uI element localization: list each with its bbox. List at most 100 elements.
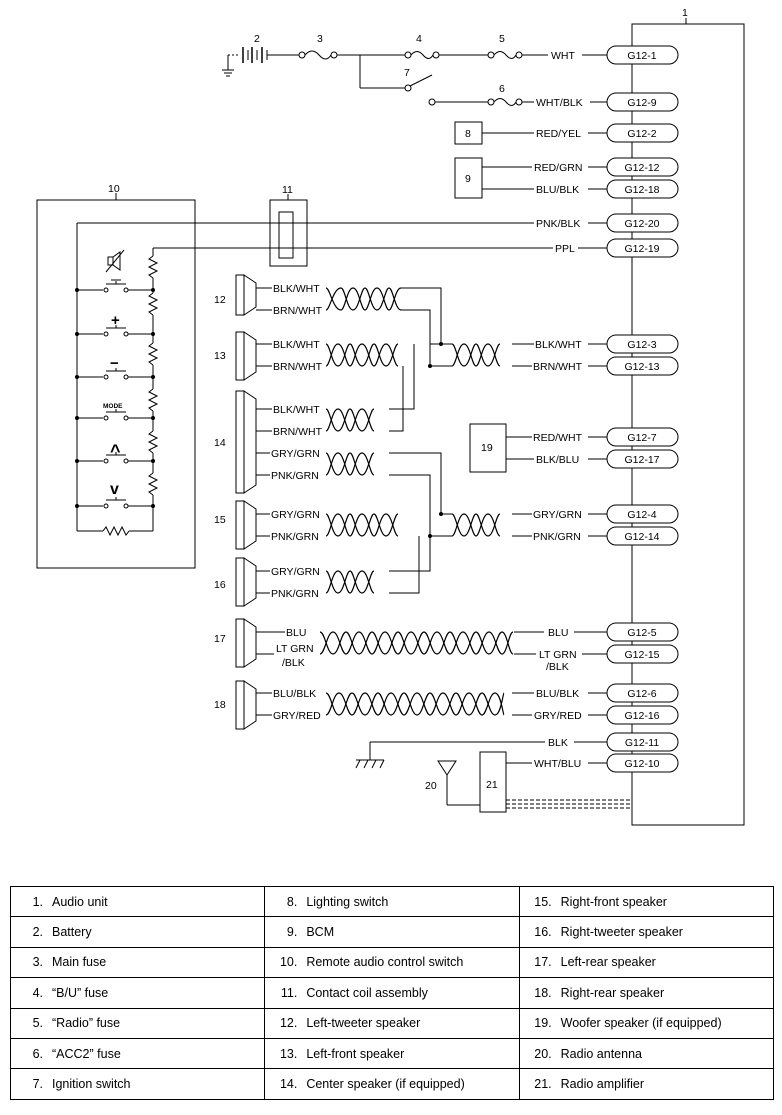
pin-capsule bbox=[606, 157, 679, 177]
legend-cell: 19.Woofer speaker (if equipped) bbox=[518, 1007, 775, 1039]
callout-13: 13 bbox=[214, 350, 226, 362]
speaker-label: GRY/GRN bbox=[271, 509, 320, 521]
pin-label: G12-2 bbox=[627, 128, 656, 140]
legend-text: “Radio” fuse bbox=[52, 1016, 121, 1031]
wire-labels: WHT WHT/BLK RED/YEL RED/GRN BLU/BLK PNK/… bbox=[533, 50, 583, 770]
legend-text: Left-rear speaker bbox=[560, 955, 656, 970]
legend-cell: 3.Main fuse bbox=[9, 946, 266, 979]
callout-19: 19 bbox=[481, 442, 493, 454]
legend-text: Right-front speaker bbox=[560, 894, 667, 909]
pin-label: G12-15 bbox=[624, 649, 659, 661]
legend-cell: 21. Radio amplifier bbox=[518, 1068, 775, 1100]
pin-capsule bbox=[606, 644, 679, 664]
legend-number: 12. bbox=[279, 1016, 298, 1031]
wire-label: BLU/BLK bbox=[536, 184, 579, 196]
legend-cell: 16.Right-tweeter speaker bbox=[518, 916, 775, 948]
pin-capsule bbox=[606, 526, 679, 546]
pin-label: G12-17 bbox=[624, 454, 659, 466]
speaker-label: BLK/WHT bbox=[273, 283, 320, 295]
pin-label: G12-5 bbox=[627, 627, 656, 639]
legend-text: BCM bbox=[306, 925, 335, 940]
callout-11: 11 bbox=[282, 184, 293, 196]
seek-up-label: ^ bbox=[110, 441, 121, 461]
callout-18: 18 bbox=[214, 699, 226, 711]
speaker-label: LT GRN bbox=[276, 643, 314, 655]
callout-4: 4 bbox=[416, 33, 422, 45]
callout-16: 16 bbox=[214, 579, 226, 591]
wire-label: WHT/BLU bbox=[534, 758, 581, 770]
speaker-label: GRY/GRN bbox=[271, 566, 320, 578]
legend-cell: 13. Left-front speaker bbox=[264, 1037, 520, 1070]
callout-17: 17 bbox=[214, 633, 226, 645]
wire-label: LT GRN bbox=[539, 649, 577, 661]
speaker-label: BRN/WHT bbox=[273, 426, 323, 438]
wiring-diagram: G12-1G12-9G12-2G12-12G12-18G12-20G12-19G… bbox=[36, 7, 745, 826]
callout-15: 15 bbox=[214, 514, 226, 526]
legend-number: 21. bbox=[534, 1077, 552, 1092]
pin-label: G12-6 bbox=[627, 688, 656, 700]
callout-2: 2 bbox=[254, 33, 260, 45]
speaker-label: PNK/GRN bbox=[271, 531, 319, 543]
wire-label: BLU bbox=[548, 627, 568, 639]
pin-capsule bbox=[606, 213, 679, 233]
callout-labels: 1 2 3 4 5 7 6 8 9 10 11 12 13 14 15 16 1… bbox=[108, 7, 688, 792]
speaker-shapes bbox=[235, 274, 257, 730]
legend-text: Battery bbox=[52, 925, 92, 940]
legend-number: 13. bbox=[279, 1046, 298, 1061]
pin-label: G12-3 bbox=[627, 339, 656, 351]
legend-number: 6. bbox=[32, 1046, 43, 1061]
pin-capsule bbox=[606, 622, 679, 642]
legend-text: Right-rear speaker bbox=[560, 985, 665, 1000]
legend-number: 4. bbox=[32, 985, 43, 1000]
legend-cell: 10.Remote audio control switch bbox=[264, 946, 520, 979]
legend-text: Radio amplifier bbox=[560, 1077, 645, 1092]
legend-text: “B/U” fuse bbox=[52, 985, 109, 1000]
legend-cell: 9. BCM bbox=[264, 916, 520, 948]
legend-number: 10. bbox=[279, 955, 298, 970]
pin-label: G12-9 bbox=[627, 97, 656, 109]
legend-number: 20. bbox=[534, 1046, 552, 1061]
pin-capsule bbox=[606, 123, 679, 143]
speaker-label: GRY/RED bbox=[273, 710, 321, 722]
speaker-label: BLK/WHT bbox=[273, 404, 320, 416]
speaker-labels: BLK/WHT BRN/WHT BLK/WHT BRN/WHT BLK/WHT … bbox=[271, 283, 323, 722]
legend-text: Woofer speaker (if equipped) bbox=[560, 1016, 722, 1031]
pin-label: G12-11 bbox=[625, 737, 659, 749]
legend-cell: 15.Right-front speaker bbox=[518, 885, 775, 918]
pin-capsule bbox=[606, 449, 679, 469]
legend-cell: 4. “B/U” fuse bbox=[9, 977, 266, 1009]
wire-label: PPL bbox=[555, 243, 575, 255]
callout-8: 8 bbox=[465, 128, 471, 140]
legend-cell: 7.Ignition switch bbox=[9, 1068, 266, 1100]
legend-number: 1. bbox=[32, 894, 43, 909]
pin-label: G12-20 bbox=[624, 218, 659, 230]
speaker-label: BRN/WHT bbox=[273, 361, 323, 373]
legend-number: 2. bbox=[32, 925, 43, 940]
speaker-label: /BLK bbox=[282, 657, 305, 669]
legend-cell: 1.Audio unit bbox=[9, 885, 266, 918]
callout-12: 12 bbox=[214, 294, 226, 306]
pin-capsule bbox=[606, 238, 679, 258]
wire-label: RED/WHT bbox=[533, 432, 583, 444]
pin-label: G12-4 bbox=[627, 509, 656, 521]
callout-21: 21 bbox=[486, 779, 498, 791]
twisted-pairs bbox=[319, 287, 514, 716]
legend-number: 16. bbox=[534, 925, 552, 940]
legend-number: 9. bbox=[286, 925, 298, 940]
legend-text: Left-front speaker bbox=[306, 1046, 405, 1061]
legend-cell: 12.Left-tweeter speaker bbox=[264, 1007, 520, 1039]
callout-14: 14 bbox=[214, 437, 226, 449]
wire-label: BLK/BLU bbox=[536, 454, 579, 466]
legend-cell: 11.Contact coil assembly bbox=[264, 977, 520, 1009]
legend-text: Main fuse bbox=[52, 955, 107, 970]
pin-capsule bbox=[606, 753, 679, 773]
switch-labels: + − MODE ^ v bbox=[103, 312, 123, 498]
legend-cell: 14.Center speaker (if equipped) bbox=[264, 1068, 520, 1100]
wire-label: WHT/BLK bbox=[536, 97, 583, 109]
legend-text: Lighting switch bbox=[306, 894, 389, 909]
callout-6: 6 bbox=[499, 83, 505, 95]
mode-label: MODE bbox=[103, 403, 123, 410]
speaker-label: PNK/GRN bbox=[271, 588, 319, 600]
legend-row: 2. Battery 9. BCM 16.Right-tweeter speaker bbox=[9, 916, 775, 948]
